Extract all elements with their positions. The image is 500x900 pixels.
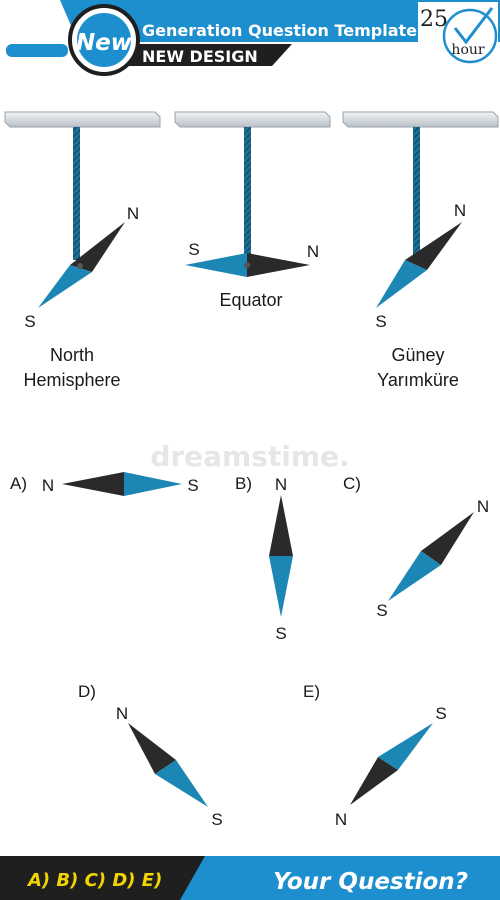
north-label: N [307, 242, 319, 261]
option-letter: E) [303, 682, 320, 701]
needle-north-half [405, 222, 462, 270]
needle-pivot [244, 262, 250, 268]
header-subtitle: NEW DESIGN [142, 47, 258, 66]
north-label: N [42, 476, 54, 495]
south-label: S [376, 601, 387, 620]
north-label: N [275, 475, 287, 494]
ceiling-bar [342, 111, 499, 128]
caption-line1: North [50, 345, 94, 365]
north-label: N [335, 810, 347, 829]
header-title: Generation Question Template [142, 21, 417, 40]
south-label: S [211, 810, 222, 829]
needle-north-half [269, 495, 293, 556]
needle-north-half [350, 757, 398, 805]
needle-north-half [62, 472, 124, 496]
south-label: S [435, 704, 446, 723]
watermark: dreamstime. [150, 440, 349, 473]
magnifier-handle [6, 44, 68, 57]
option-b: B) N S [235, 474, 293, 643]
header-subtitle-band [110, 44, 292, 66]
string [244, 127, 251, 260]
footer: A) B) C) D) E) Your Question? [0, 856, 500, 900]
header-title-band [60, 0, 500, 42]
header: New Generation Question Template NEW DES… [6, 0, 500, 76]
caption-line2: Hemisphere [23, 370, 120, 390]
needle-south-half [124, 472, 182, 496]
suspended-needle-north: N S North Hemisphere [4, 111, 161, 390]
needle-south-half [269, 556, 293, 617]
needle-south-half [378, 723, 433, 770]
new-badge-label: New [76, 30, 133, 56]
south-label: S [187, 476, 198, 495]
needle-south-half [388, 551, 441, 601]
string [413, 127, 420, 260]
needle-north-half [421, 512, 474, 565]
needle-north-half [247, 253, 310, 277]
caption-line2: Yarımküre [377, 370, 459, 390]
footer-prompt: Your Question? [273, 869, 468, 895]
south-label: S [275, 624, 286, 643]
footer-choices: A) B) C) D) E) [26, 870, 162, 891]
south-label: S [24, 312, 35, 331]
caption-line1: Güney [391, 345, 444, 365]
north-label: N [127, 204, 139, 223]
string [73, 127, 80, 260]
north-label: N [454, 201, 466, 220]
option-letter: B) [235, 474, 252, 493]
timer-unit: hour [451, 42, 484, 58]
needle-north-half [70, 222, 125, 272]
needle-south-half [376, 260, 427, 308]
south-label: S [375, 312, 386, 331]
option-d: D) N S [78, 682, 223, 829]
option-letter: C) [343, 474, 361, 493]
caption-line1: Equator [219, 290, 282, 310]
option-letter: D) [78, 682, 96, 701]
checkmark-icon [453, 7, 494, 45]
south-label: S [188, 240, 199, 259]
footer-choices-panel [0, 856, 205, 900]
north-label: N [477, 497, 489, 516]
timer-value: 25 [420, 7, 448, 32]
ceiling-bar [174, 111, 331, 128]
needle-south-half [185, 253, 247, 277]
needle-pivot [77, 263, 83, 269]
north-label: N [116, 704, 128, 723]
needle-south-half [38, 265, 92, 308]
new-badge [77, 13, 131, 67]
ceiling-bar [4, 111, 161, 128]
option-a: A) N S [10, 472, 199, 496]
needle-south-half [155, 760, 208, 807]
suspended-needle-south: N S Güney Yarımküre [342, 111, 499, 390]
option-c: C) N S [343, 474, 489, 620]
option-e: E) N S [303, 682, 447, 829]
suspended-needle-equator: N S Equator [174, 111, 331, 310]
needle-north-half [128, 723, 176, 774]
option-letter: A) [10, 474, 27, 493]
